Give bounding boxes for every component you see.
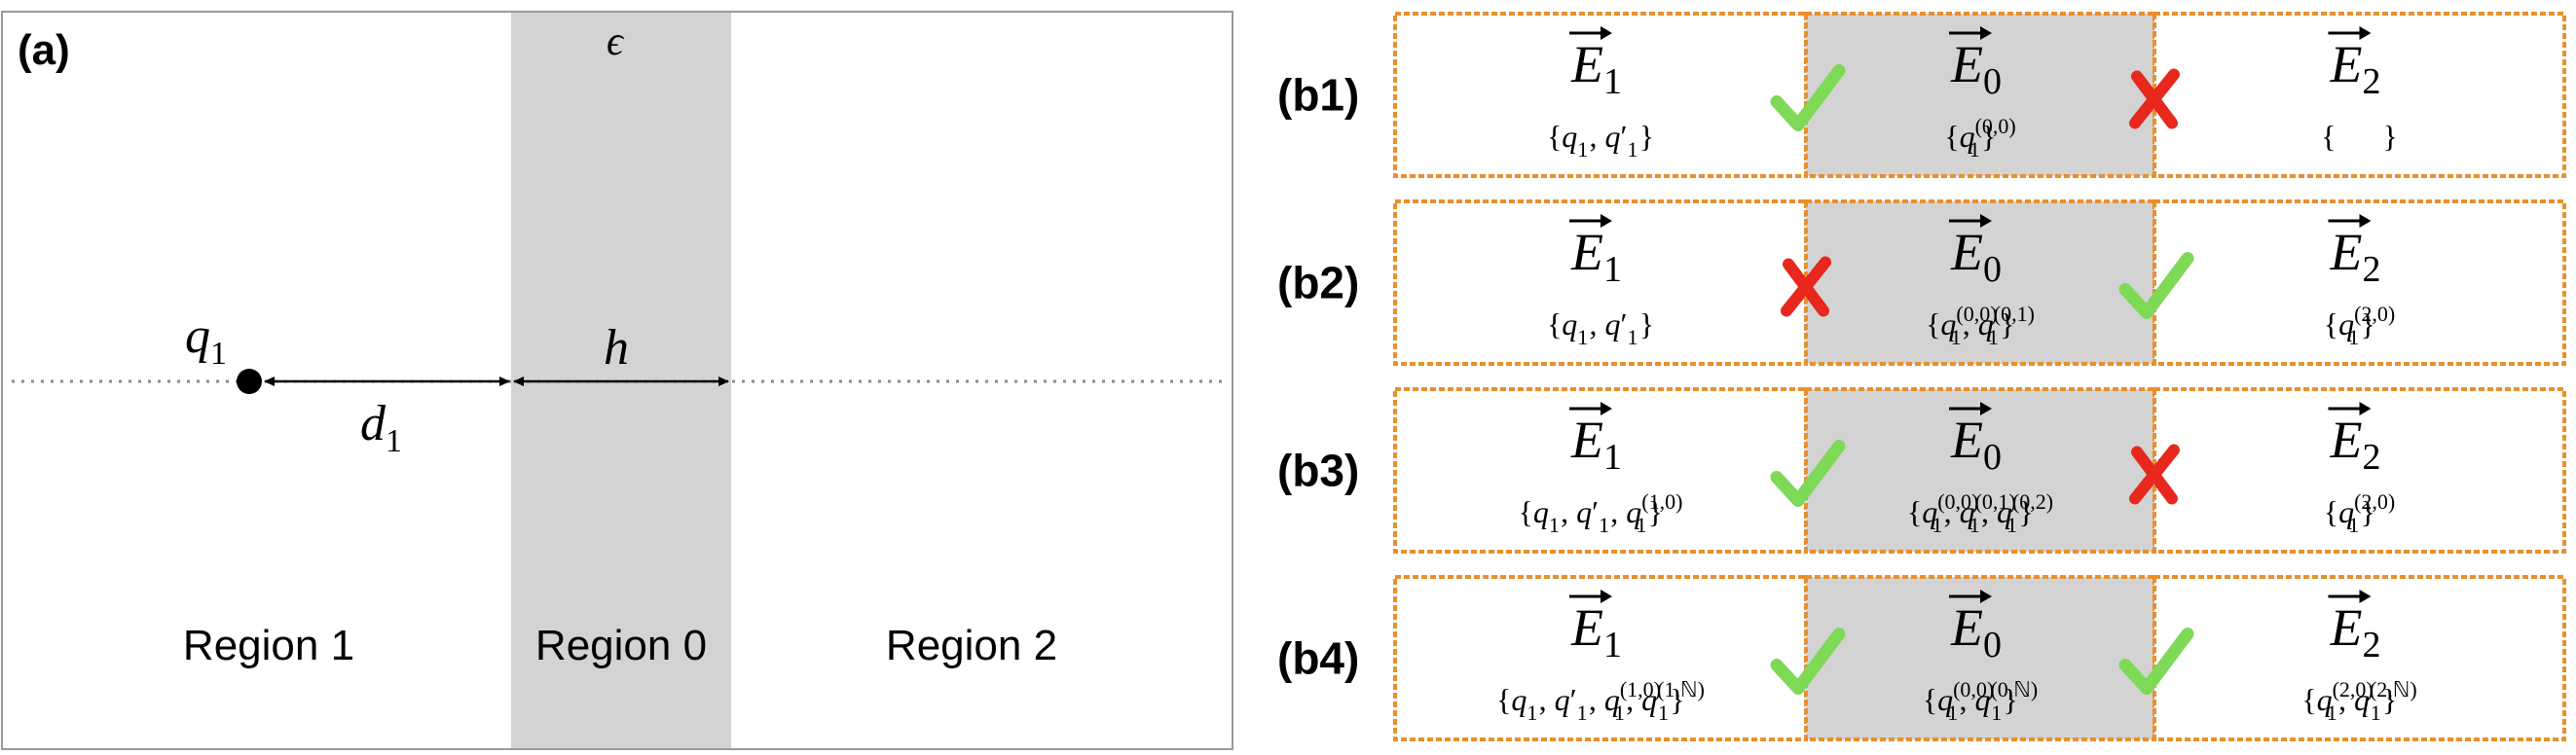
image-charge-set: {q1 , q′1 , q(1,0)1 } [1519, 489, 1683, 537]
distance-label: d1 [360, 396, 402, 459]
panel-b: (b1)E1{q1 , q′1 }E0{q(0,0)1 }E2{ }(b2)E1… [1277, 12, 2566, 741]
image-charge-set: {q(2,0)1 , q(2,ℕ)1 } [2301, 677, 2417, 725]
epsilon-label: ϵ [607, 19, 625, 64]
field-box-2 [2153, 575, 2566, 741]
row-2: (b2)E1{q1 , q′1 }E0{q(0,0)1 , q(0,1)1 }E… [1277, 199, 2566, 366]
field-label-E1: E1 [1569, 402, 1622, 478]
field-box-0 [1804, 575, 2156, 741]
image-charge-set: {q(2,0)1 } [2324, 302, 2396, 349]
field-box-1 [1393, 12, 1808, 178]
region-2-label: Region 2 [886, 622, 1057, 669]
field-label-E2: E2 [2328, 590, 2381, 665]
cross-icon [2129, 444, 2180, 505]
image-charge-set: {q1 , q′1 } [1547, 119, 1654, 162]
row-1: (b1)E1{q1 , q′1 }E0{q(0,0)1 }E2{ } [1277, 12, 2566, 178]
region-0-label: Region 0 [535, 622, 707, 669]
image-charge-set: {q(2,0)1 } [2324, 489, 2396, 537]
charge-q1 [237, 369, 262, 394]
check-icon [1770, 628, 1846, 695]
image-charge-set: { } [2321, 119, 2398, 154]
region-1-label: Region 1 [183, 622, 354, 669]
image-charge-set: {q1 , q′1 , q(1,0)1 , q(1,ℕ)1 } [1496, 677, 1705, 725]
row-tag: (b1) [1277, 70, 1359, 121]
row-3: (b3)E1{q1 , q′1 , q(1,0)1 }E0{q(0,0)1 , … [1277, 387, 2566, 554]
check-icon [1770, 440, 1846, 507]
cross-icon [2129, 68, 2180, 129]
svg-text:E1: E1 [1570, 411, 1622, 478]
row-tag: (b3) [1277, 446, 1359, 496]
field-box-2 [2153, 12, 2566, 178]
panel-a-tag: (a) [18, 26, 70, 74]
field-box-2 [2153, 199, 2566, 366]
image-charge-set: {q(0,0)1 } [1944, 114, 2016, 162]
row-tag: (b2) [1277, 258, 1359, 308]
svg-text:E2: E2 [2330, 598, 2381, 665]
check-icon [2118, 252, 2194, 319]
image-charge-set: {q(0,0)1 , q(0,1)1 } [1926, 302, 2035, 349]
field-box-0 [1804, 387, 2156, 554]
image-charge-set: {q1 , q′1 } [1547, 306, 1654, 349]
charge-label: q1 [185, 308, 227, 372]
field-box-1 [1393, 575, 1808, 741]
row-tag: (b4) [1277, 633, 1359, 684]
panel-a: (a) ϵ q1 d1 h Region 1 Region 0 Region 2 [1, 11, 1233, 750]
field-label-E1: E1 [1569, 590, 1622, 665]
cross-icon [1781, 256, 1831, 317]
check-icon [2118, 628, 2194, 695]
image-charge-set: {q(0,0)1 , q(0,1)1 , q(0,2)1 } [1907, 489, 2053, 537]
image-charge-set: {q(0,0)1 , q(0,ℕ)1 } [1923, 677, 2039, 725]
svg-text:E1: E1 [1570, 598, 1622, 665]
field-box-2 [2153, 387, 2566, 554]
thickness-label: h [604, 320, 629, 376]
field-box-0 [1804, 12, 2156, 178]
row-4: (b4)E1{q1 , q′1 , q(1,0)1 , q(1,ℕ)1 }E0{… [1277, 575, 2566, 741]
check-icon [1770, 64, 1846, 131]
field-box-1 [1393, 199, 1808, 366]
field-box-1 [1393, 387, 1808, 554]
